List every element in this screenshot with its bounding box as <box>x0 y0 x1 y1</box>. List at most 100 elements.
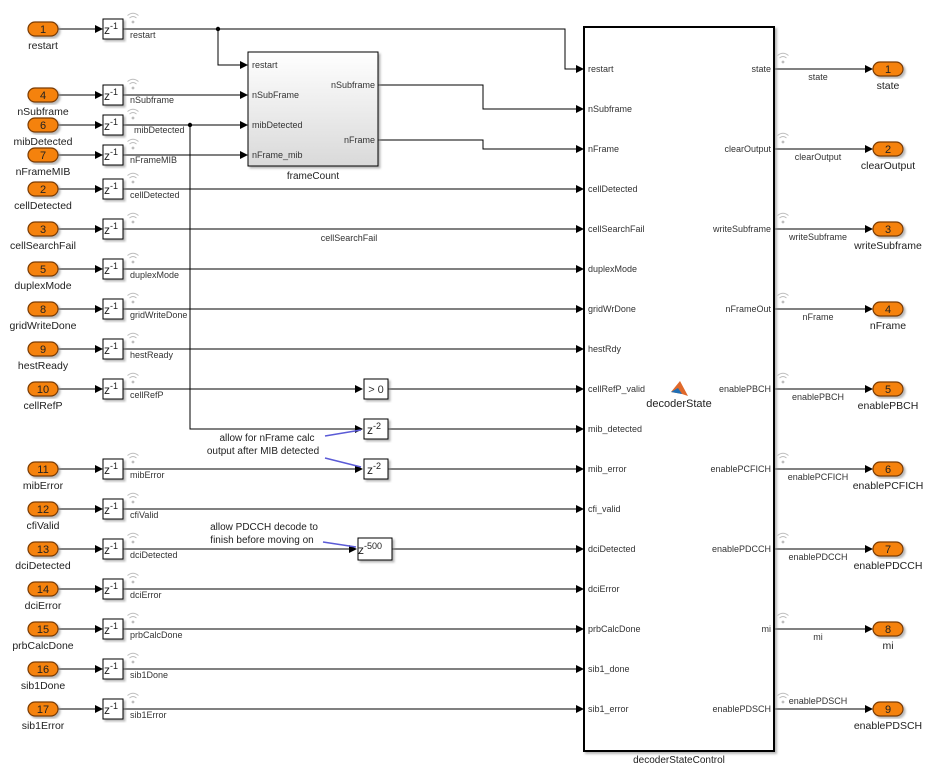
fc-nFrame-line[interactable] <box>378 139 584 153</box>
inport-port-shape[interactable] <box>27 21 59 37</box>
unit-delay-block[interactable]: z-1 <box>102 258 124 280</box>
unit-delay-block-shape[interactable] <box>102 618 124 640</box>
unit-delay-block[interactable]: z-1 <box>102 338 124 360</box>
outport-port-8[interactable]: 8mi <box>872 621 904 652</box>
outport-port-shape[interactable] <box>872 61 904 77</box>
restart-line[interactable] <box>123 28 584 73</box>
outport-port-shape[interactable] <box>872 541 904 557</box>
unit-delay-block[interactable]: z-1 <box>102 114 124 136</box>
unit-delay-block-shape[interactable] <box>102 258 124 280</box>
unit-delay-block-shape[interactable] <box>102 144 124 166</box>
outport-port-shape[interactable] <box>872 221 904 237</box>
outport-port-shape[interactable] <box>872 381 904 397</box>
unit-delay-block[interactable]: z-1 <box>102 498 124 520</box>
inport-port-shape[interactable] <box>27 341 59 357</box>
inport-port-shape[interactable] <box>27 117 59 133</box>
unit-delay-block[interactable]: z-1 <box>102 458 124 480</box>
delay-z500-block[interactable]: z-500 <box>357 537 393 561</box>
unit-delay-block[interactable]: z-1 <box>102 538 124 560</box>
delay-z2-block-a-shape[interactable] <box>363 418 389 440</box>
outport-port-shape[interactable] <box>872 621 904 637</box>
outport-port-shape[interactable] <box>872 301 904 317</box>
unit-delay-block[interactable]: z-1 <box>102 178 124 200</box>
inport-port-shape[interactable] <box>27 581 59 597</box>
inport-port-shape[interactable] <box>27 621 59 637</box>
inport-port-shape[interactable] <box>27 541 59 557</box>
unit-delay-block-shape[interactable] <box>102 84 124 106</box>
unit-delay-block[interactable]: z-1 <box>102 698 124 720</box>
outport-port-shape[interactable] <box>872 461 904 477</box>
restart-branch-line[interactable] <box>217 29 248 69</box>
unit-delay-block[interactable]: z-1 <box>102 298 124 320</box>
unit-delay-block-shape[interactable] <box>102 338 124 360</box>
delay-z500-block-shape[interactable] <box>357 537 393 561</box>
frameCount-block[interactable]: restartnSubFramemibDetectednFrame_mibnSu… <box>247 51 379 182</box>
delay-z2-block-a[interactable]: z-2 <box>363 418 389 440</box>
frameCount-shape[interactable] <box>247 51 379 167</box>
unit-delay-block-shape[interactable] <box>102 498 124 520</box>
unit-delay-block[interactable]: z-1 <box>102 84 124 106</box>
inport-port-shape[interactable] <box>27 501 59 517</box>
unit-delay-block[interactable]: z-1 <box>102 218 124 240</box>
mibDetected-branch-line[interactable] <box>189 125 363 433</box>
unit-delay-block[interactable]: z-1 <box>102 18 124 40</box>
unit-delay-block-shape[interactable] <box>102 178 124 200</box>
inport-port-shape[interactable] <box>27 381 59 397</box>
unit-delay-block-shape[interactable] <box>102 698 124 720</box>
unit-delay-block[interactable]: z-1 <box>102 378 124 400</box>
unit-delay-block-shape[interactable] <box>102 18 124 40</box>
delay-z2-block-b-shape[interactable] <box>363 458 389 480</box>
compare-to-zero-block-shape[interactable] <box>363 378 389 400</box>
outport-port-shape[interactable] <box>872 141 904 157</box>
unit-delay-block[interactable]: z-1 <box>102 144 124 166</box>
compare-to-zero-block[interactable] <box>0 0 389 400</box>
inport-port-shape[interactable] <box>27 87 59 103</box>
unit-delay-block-shape[interactable] <box>102 538 124 560</box>
unit-delay-block-shape[interactable] <box>102 658 124 680</box>
inport-port-shape[interactable] <box>27 181 59 197</box>
fc-nSubframe-line[interactable] <box>378 84 584 113</box>
inport-port-shape[interactable] <box>27 461 59 477</box>
unit-delay-block-shape[interactable] <box>102 218 124 240</box>
unit-delay-block-shape[interactable] <box>102 378 124 400</box>
inport-port-shape[interactable] <box>27 301 59 317</box>
inport-port-shape[interactable] <box>27 701 59 717</box>
outport-port-shape[interactable] <box>872 701 904 717</box>
unit-delay-block-shape[interactable] <box>102 578 124 600</box>
unit-delay-block-shape[interactable] <box>102 298 124 320</box>
unit-delay-block-shape[interactable] <box>102 458 124 480</box>
unit-delay-block[interactable]: z-1 <box>102 618 124 640</box>
inport-port-shape[interactable] <box>27 221 59 237</box>
inport-port-shape[interactable] <box>27 147 59 163</box>
inport-port-shape[interactable] <box>27 661 59 677</box>
unit-delay-block[interactable]: z-1 <box>102 658 124 680</box>
decoderStateControl-block[interactable]: restartnSubframenFramecellDetectedcellSe… <box>583 26 775 766</box>
unit-delay-block-shape[interactable] <box>102 114 124 136</box>
unit-delay-block[interactable]: z-1 <box>102 578 124 600</box>
delay-z2-block-b[interactable]: z-2 <box>363 458 389 480</box>
